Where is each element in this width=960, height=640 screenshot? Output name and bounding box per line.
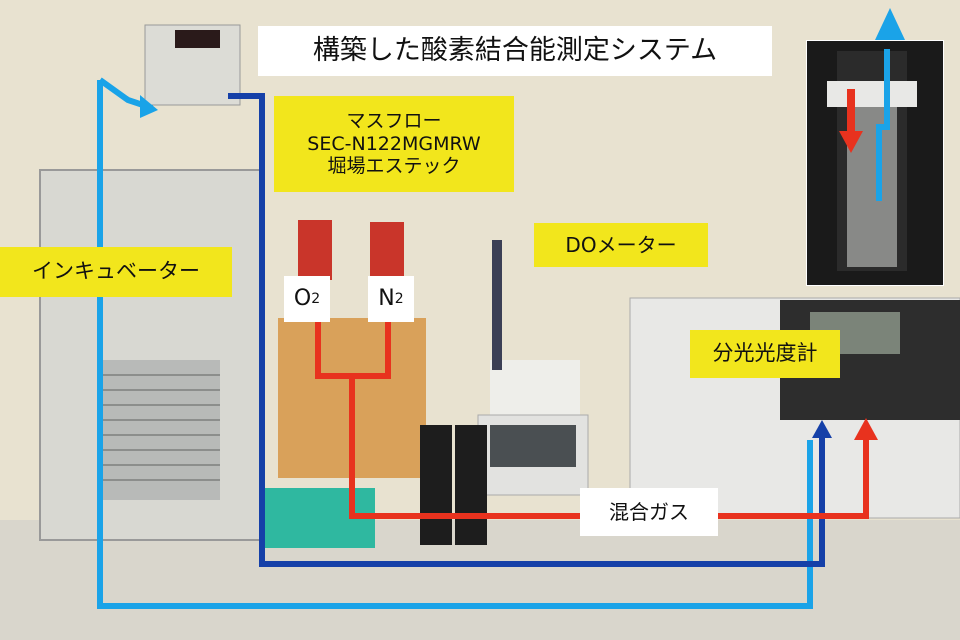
incubator-display [175,30,220,48]
incubator-vent [100,360,220,500]
spectrophotometer-label: 分光光度計 [690,330,840,378]
controller-right [455,425,487,545]
red-arrowhead [854,418,878,440]
massflow-label-line1: マスフロー [346,109,442,132]
figure-title: 構築した酸素結合能測定システム [258,26,772,76]
outlet-arrowhead [875,8,905,40]
massflow-unit-left [298,220,332,280]
vent-slats [100,374,220,481]
do-probe [492,240,502,370]
cuvette-inset-photo [806,40,944,286]
dark-blue-line [228,93,825,567]
light-blue-arrowhead [140,95,158,118]
do-meter-screen [490,425,576,467]
massflow-label-line3: 堀場エステック [327,155,461,178]
mixed-gas-label: 混合ガス [580,488,718,536]
massflow-label-line2: SEC-N122MGMRW [307,132,481,155]
o2-label-subscript: 2 [311,290,321,307]
do-meter-stand [490,360,580,420]
do-meter-label: DOメーター [534,223,708,267]
o2-label-letter: O [293,285,312,311]
massflow-unit-right [370,222,404,282]
n2-label-letter: N [378,285,395,311]
controller-left [420,425,452,545]
cuvette-inset-drawing [827,49,917,271]
n2-label-subscript: 2 [394,290,404,307]
massflow-label: マスフロー SEC-N122MGMRW 堀場エステック [274,96,514,192]
incubator-label: インキュベーター [0,247,232,297]
dark-blue-arrowhead [812,420,832,438]
